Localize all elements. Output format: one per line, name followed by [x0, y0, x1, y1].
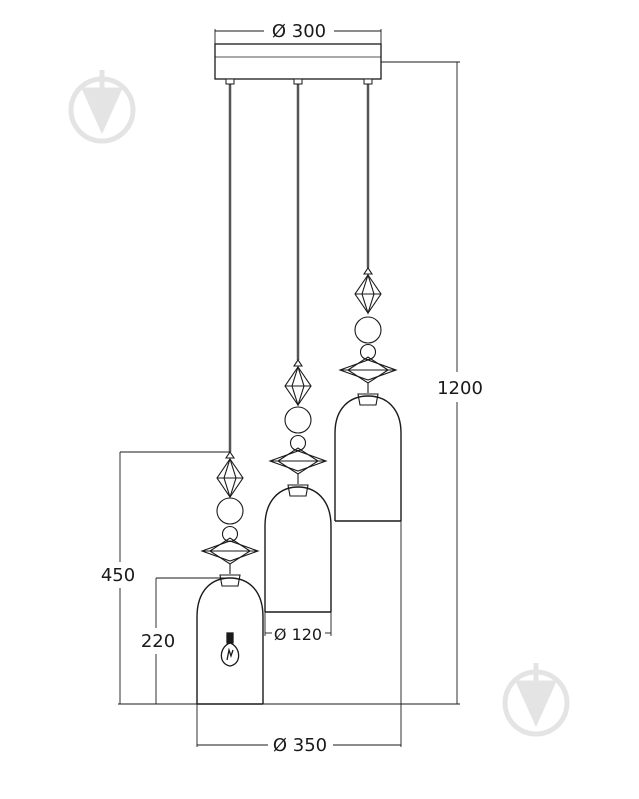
total-diameter-label: Ø 350	[273, 735, 327, 756]
watermark-logo-right	[502, 663, 570, 737]
shade-height-label: 220	[141, 631, 175, 652]
pendant-middle	[264, 359, 332, 613]
total-height-label: 1200	[437, 378, 483, 399]
suspension-cords	[228, 79, 370, 452]
bulb-icon	[220, 632, 240, 667]
ceiling-canopy	[214, 43, 382, 80]
pendant-height-label: 450	[101, 565, 135, 586]
watermark-logo-left	[68, 70, 136, 144]
canopy-diameter-label: Ø 300	[272, 21, 326, 42]
pendant-right	[334, 267, 402, 522]
dimension-lines	[118, 29, 460, 747]
shade-diameter-label: Ø 120	[274, 625, 322, 644]
